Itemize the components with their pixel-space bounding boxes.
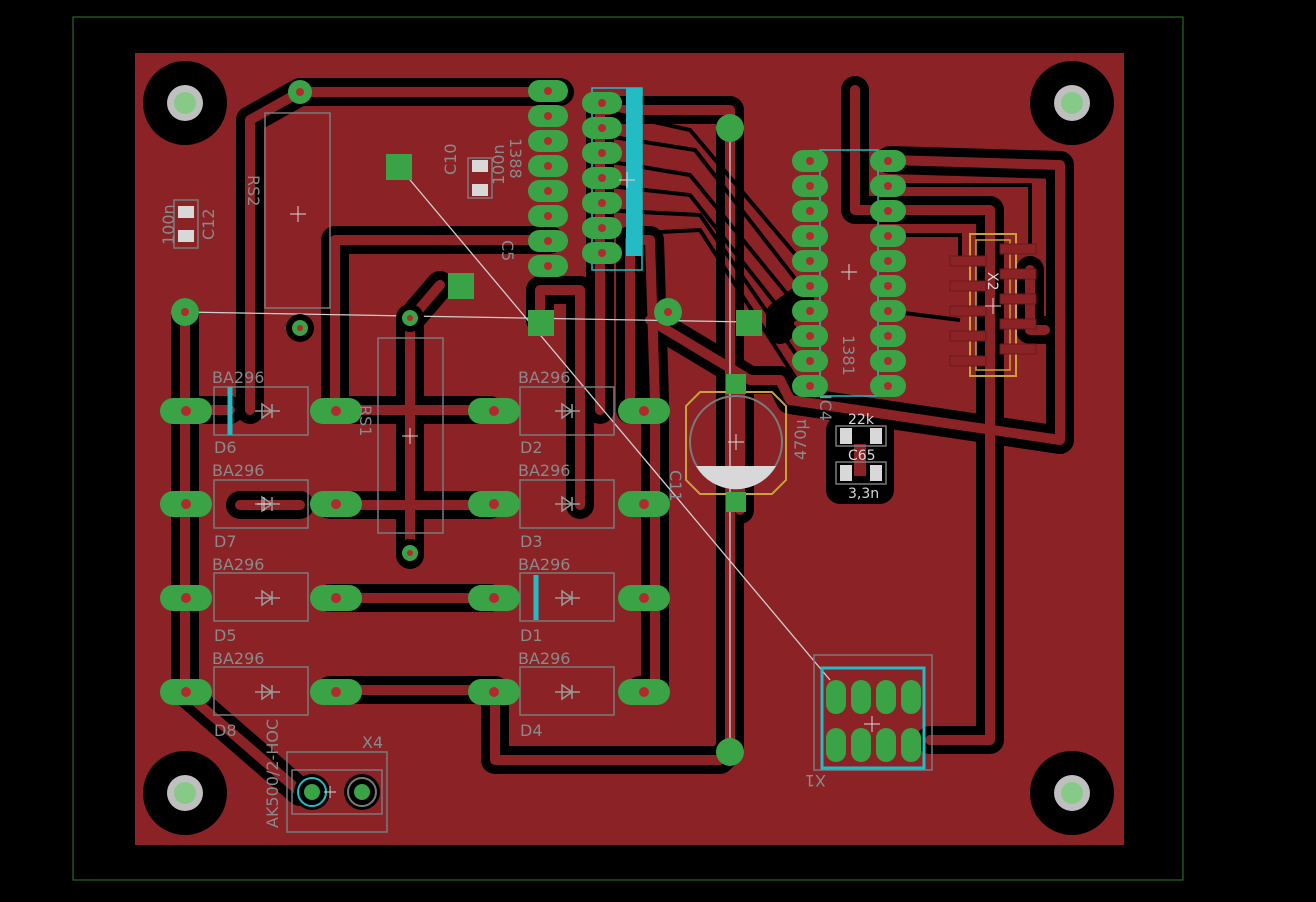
- d3-value: BA296: [518, 461, 570, 480]
- header-x2: X2: [949, 233, 1037, 377]
- rs2-label: RS2: [244, 175, 263, 206]
- origin-markers: [257, 172, 1001, 798]
- smd-c12: 100n C12: [159, 199, 218, 249]
- d4-value: BA296: [518, 649, 570, 668]
- c5-label: C5: [498, 240, 517, 261]
- square-pads: [386, 154, 762, 336]
- smd-c65: C65 3,3n: [835, 448, 887, 502]
- x1-label: X1: [805, 771, 826, 790]
- d5-value-top: BA296: [212, 555, 264, 574]
- diode-pads: [160, 398, 670, 705]
- ic-right-ref: IC4: [816, 395, 835, 421]
- d1-value: BA296: [518, 555, 570, 574]
- d2-value: BA296: [518, 368, 570, 387]
- rs1-label: RS1: [356, 405, 375, 436]
- d8-value: BA296: [212, 649, 264, 668]
- capacitor-c11: 470µ C11: [666, 374, 810, 512]
- ic-right-name: 1381: [839, 335, 858, 376]
- d7-name: D7: [214, 532, 237, 551]
- c12-name: C12: [199, 208, 218, 240]
- board-outline: [72, 16, 1184, 881]
- round-vias: [171, 80, 744, 766]
- d3-name: D3: [520, 532, 543, 551]
- c10-value: 100n: [489, 144, 508, 185]
- d7-value: BA296: [212, 461, 264, 480]
- diode-labels: BA296 D6 BA296 D7 BA296 D5 BA296 D8 BA29…: [212, 368, 570, 740]
- d1-name: D1: [520, 626, 543, 645]
- r22k-label: 22k: [848, 412, 875, 428]
- d4-name: D4: [520, 721, 543, 740]
- mounting-holes: [143, 61, 1114, 835]
- c12-value: 100n: [159, 204, 178, 245]
- x2-label: X2: [984, 272, 1000, 291]
- x4-value: AK500/2-HOC: [263, 719, 282, 828]
- d6-value: BA296: [212, 368, 264, 387]
- d2-name: D2: [520, 438, 543, 457]
- ic-left: 1388 C5: [498, 80, 643, 277]
- c11-name: C11: [666, 470, 685, 502]
- connector-x1: X1: [805, 654, 933, 790]
- diode-outlines: [213, 112, 615, 833]
- diode-bands: [227, 387, 539, 620]
- terminal-x4: X4 AK500/2-HOC: [263, 719, 383, 828]
- ic-left-name: 1388: [506, 138, 525, 179]
- airwires: [184, 130, 831, 750]
- diode-symbols: [255, 402, 580, 701]
- c11-value: 470µ: [791, 419, 810, 460]
- d8-name: D8: [214, 721, 237, 740]
- ic-right: 1381 IC4: [792, 149, 906, 421]
- c10-name: C10: [441, 143, 460, 175]
- smd-r22k: 22k: [835, 412, 887, 447]
- d5-name: D5: [214, 626, 237, 645]
- c65-label: C65: [848, 448, 876, 464]
- smd-c10: C10 100n: [441, 143, 508, 199]
- d6-name: D6: [214, 438, 237, 457]
- x4-label: X4: [362, 733, 383, 752]
- c33n-label: 3,3n: [848, 486, 879, 502]
